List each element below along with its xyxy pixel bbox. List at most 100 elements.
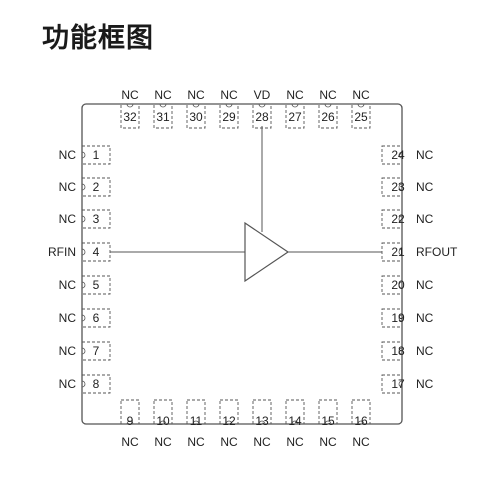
pin-pad-8	[81, 374, 111, 394]
pin-number-19: 19	[391, 311, 405, 325]
pin-number-25: 25	[354, 110, 368, 124]
pin-number-14: 14	[288, 414, 302, 428]
pin-label-13: NC	[253, 435, 271, 449]
pin-pad-18	[381, 341, 403, 361]
pin-number-29: 29	[222, 110, 236, 124]
pin-notch	[81, 380, 86, 388]
pin-pad-22	[381, 209, 403, 229]
pin-notch	[225, 103, 233, 108]
pin-number-22: 22	[391, 212, 405, 226]
pin-number-31: 31	[156, 110, 170, 124]
pin-notch	[126, 420, 134, 425]
pin-number-10: 10	[156, 414, 170, 428]
pin-pad-17	[381, 374, 403, 394]
pin-notch	[398, 151, 403, 159]
pin-label-18: NC	[416, 344, 434, 358]
pin-label-23: NC	[416, 180, 434, 194]
pin-label-11: NC	[187, 435, 205, 449]
pin-number-13: 13	[255, 414, 269, 428]
pin-number-2: 2	[93, 180, 100, 194]
pin-label-7: NC	[59, 344, 77, 358]
pin-notch	[258, 420, 266, 425]
pin-number-8: 8	[93, 377, 100, 391]
pin-notch	[192, 420, 200, 425]
pin-label-29: NC	[220, 88, 238, 102]
pin-pad-24	[381, 145, 403, 165]
pin-label-28: VD	[254, 88, 271, 102]
pin-label-31: NC	[154, 88, 172, 102]
pin-label-21: RFOUT	[416, 245, 458, 259]
pin-notch	[398, 314, 403, 322]
pin-pad-5	[81, 275, 111, 295]
pin-notch	[159, 420, 167, 425]
pin-notch	[324, 420, 332, 425]
pin-notch	[398, 183, 403, 191]
pin-number-15: 15	[321, 414, 335, 428]
pin-number-30: 30	[189, 110, 203, 124]
pin-label-22: NC	[416, 212, 434, 226]
pin-number-17: 17	[391, 377, 405, 391]
pin-notch	[291, 420, 299, 425]
pin-label-1: NC	[59, 148, 77, 162]
pin-pad-16	[351, 399, 371, 425]
pin-notch	[81, 248, 86, 256]
pin-number-11: 11	[190, 414, 203, 428]
pin-label-19: NC	[416, 311, 434, 325]
pin-number-5: 5	[93, 278, 100, 292]
pin-pad-21	[381, 242, 403, 262]
pin-pad-26	[318, 103, 338, 129]
pin-label-26: NC	[319, 88, 337, 102]
pin-label-32: NC	[121, 88, 139, 102]
pin-number-7: 7	[93, 344, 100, 358]
pin-label-9: NC	[121, 435, 139, 449]
pin-number-32: 32	[123, 110, 137, 124]
pin-label-14: NC	[286, 435, 304, 449]
pin-number-24: 24	[391, 148, 405, 162]
pin-number-28: 28	[255, 110, 269, 124]
pin-number-6: 6	[93, 311, 100, 325]
pin-label-3: NC	[59, 212, 77, 226]
pin-notch	[398, 215, 403, 223]
pin-notch	[81, 215, 86, 223]
pin-notch	[81, 347, 86, 355]
pin-pad-13	[252, 399, 272, 425]
pin-notch	[192, 103, 200, 108]
pin-notch	[81, 151, 86, 159]
pin-notch	[81, 183, 86, 191]
pin-pad-11	[186, 399, 206, 425]
pin-pad-6	[81, 308, 111, 328]
pin-label-25: NC	[352, 88, 370, 102]
pin-pad-28	[252, 103, 272, 129]
pin-number-21: 21	[391, 245, 405, 259]
pin-pad-29	[219, 103, 239, 129]
pin-label-2: NC	[59, 180, 77, 194]
pin-notch	[357, 103, 365, 108]
pin-number-16: 16	[354, 414, 368, 428]
pin-notch	[398, 347, 403, 355]
pin-label-24: NC	[416, 148, 434, 162]
pin-label-6: NC	[59, 311, 77, 325]
pin-label-5: NC	[59, 278, 77, 292]
pin-number-23: 23	[391, 180, 405, 194]
pin-notch	[81, 281, 86, 289]
pin-label-17: NC	[416, 377, 434, 391]
pin-pad-23	[381, 177, 403, 197]
pin-notch	[126, 103, 134, 108]
pin-notch	[398, 248, 403, 256]
pin-notch	[159, 103, 167, 108]
pin-number-20: 20	[391, 278, 405, 292]
pin-number-12: 12	[222, 414, 236, 428]
pin-pad-20	[381, 275, 403, 295]
pin-pad-30	[186, 103, 206, 129]
pin-label-30: NC	[187, 88, 205, 102]
pin-label-10: NC	[154, 435, 172, 449]
pin-pad-9	[120, 399, 140, 425]
pin-pad-32	[120, 103, 140, 129]
pin-number-3: 3	[93, 212, 100, 226]
pin-pad-19	[381, 308, 403, 328]
pin-notch	[81, 314, 86, 322]
pin-label-20: NC	[416, 278, 434, 292]
pin-pad-10	[153, 399, 173, 425]
pin-pad-1	[81, 145, 111, 165]
pin-number-18: 18	[391, 344, 405, 358]
